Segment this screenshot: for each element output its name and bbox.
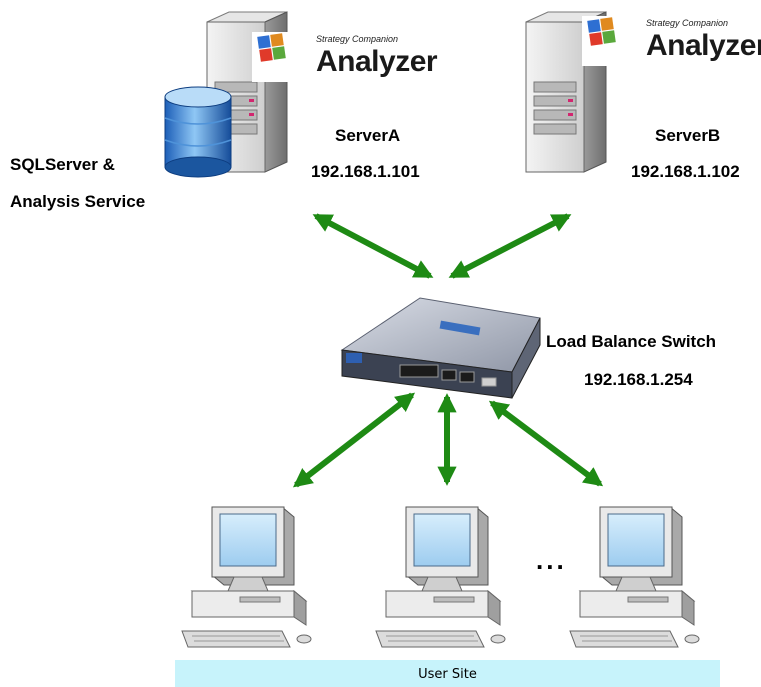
arrow-switch-pc-right	[488, 400, 604, 487]
server-b-name: ServerB	[655, 126, 721, 145]
connection-arrows	[292, 213, 604, 488]
server-a-ip: 192.168.1.101	[311, 162, 420, 181]
server-a-analyzer-logo-icon	[252, 32, 430, 82]
user-pc-left-icon	[181, 506, 312, 648]
user-pc-middle-icon	[375, 506, 506, 648]
switch-ip: 192.168.1.254	[584, 370, 693, 389]
server-a-brand-small: Strategy Companion	[316, 34, 399, 44]
arrow-server-a-switch	[312, 213, 434, 279]
user-site-bar: User Site	[175, 660, 720, 687]
database-label-line2: Analysis Service	[10, 192, 146, 211]
user-site-label: User Site	[418, 667, 477, 682]
server-a-name: ServerA	[335, 126, 401, 145]
server-b-ip: 192.168.1.102	[631, 162, 740, 181]
server-b-brand-big: Analyzer	[646, 29, 761, 62]
network-switch-icon	[340, 297, 541, 399]
database-label-line1: SQLServer &	[10, 155, 115, 174]
user-pc-right-icon	[569, 506, 700, 648]
server-b-brand-small: Strategy Companion	[646, 18, 729, 28]
server-a-brand-big: Analyzer	[316, 45, 438, 78]
server-b-analyzer-logo-icon	[582, 16, 760, 66]
arrow-server-b-switch	[448, 213, 572, 279]
database-cylinder-icon	[164, 86, 232, 178]
more-users-ellipsis: ...	[536, 545, 567, 575]
arrow-switch-pc-left	[292, 392, 416, 488]
switch-name: Load Balance Switch	[546, 332, 717, 351]
